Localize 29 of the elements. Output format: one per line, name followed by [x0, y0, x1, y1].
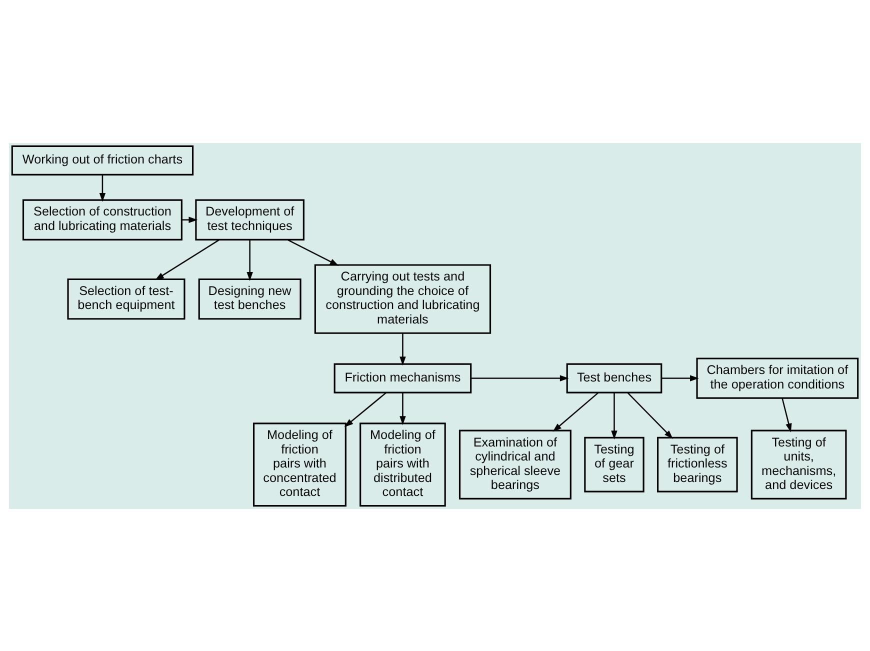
arrow: [155, 238, 220, 280]
node-box: Chambers for imitation of the operation conditions: [696, 357, 859, 398]
node-box: Selection of construction and lubricating materials: [22, 198, 182, 240]
arrow: [287, 238, 339, 266]
node-box: Modeling of friction pairs with concentrated contact: [252, 422, 346, 506]
arrow: [470, 374, 569, 381]
arrow: [661, 374, 699, 381]
arrow: [627, 392, 673, 438]
arrow: [246, 239, 253, 280]
arrow: [782, 397, 792, 432]
arrow: [99, 174, 106, 202]
node-box: Working out of friction charts: [11, 144, 194, 175]
arrow: [611, 392, 618, 440]
arrow: [400, 392, 406, 425]
arrow: [552, 392, 599, 432]
node-box: Modeling of friction pairs with distributed contact: [360, 422, 446, 506]
node-box: Designing new test benches: [198, 278, 302, 320]
node-box: Testing of units, mechanisms, and devices: [750, 429, 847, 499]
arrow: [344, 392, 387, 427]
node-box: Test benches: [566, 362, 662, 393]
node-box: Development of test techniques: [195, 198, 304, 240]
node-box: Testing of frictionless bearings: [657, 436, 738, 492]
arrow: [182, 216, 198, 222]
arrow: [400, 332, 406, 366]
node-box: Examination of cylindrical and spherical sleeve bearings: [458, 429, 572, 499]
node-box: Selection of test-bench equipment: [67, 278, 186, 320]
node-box: Carrying out tests and grounding the choice of construction and lubricating materials: [314, 264, 492, 334]
node-box: Friction mechanisms: [334, 362, 472, 393]
node-box: Testing of gear sets: [584, 436, 644, 492]
